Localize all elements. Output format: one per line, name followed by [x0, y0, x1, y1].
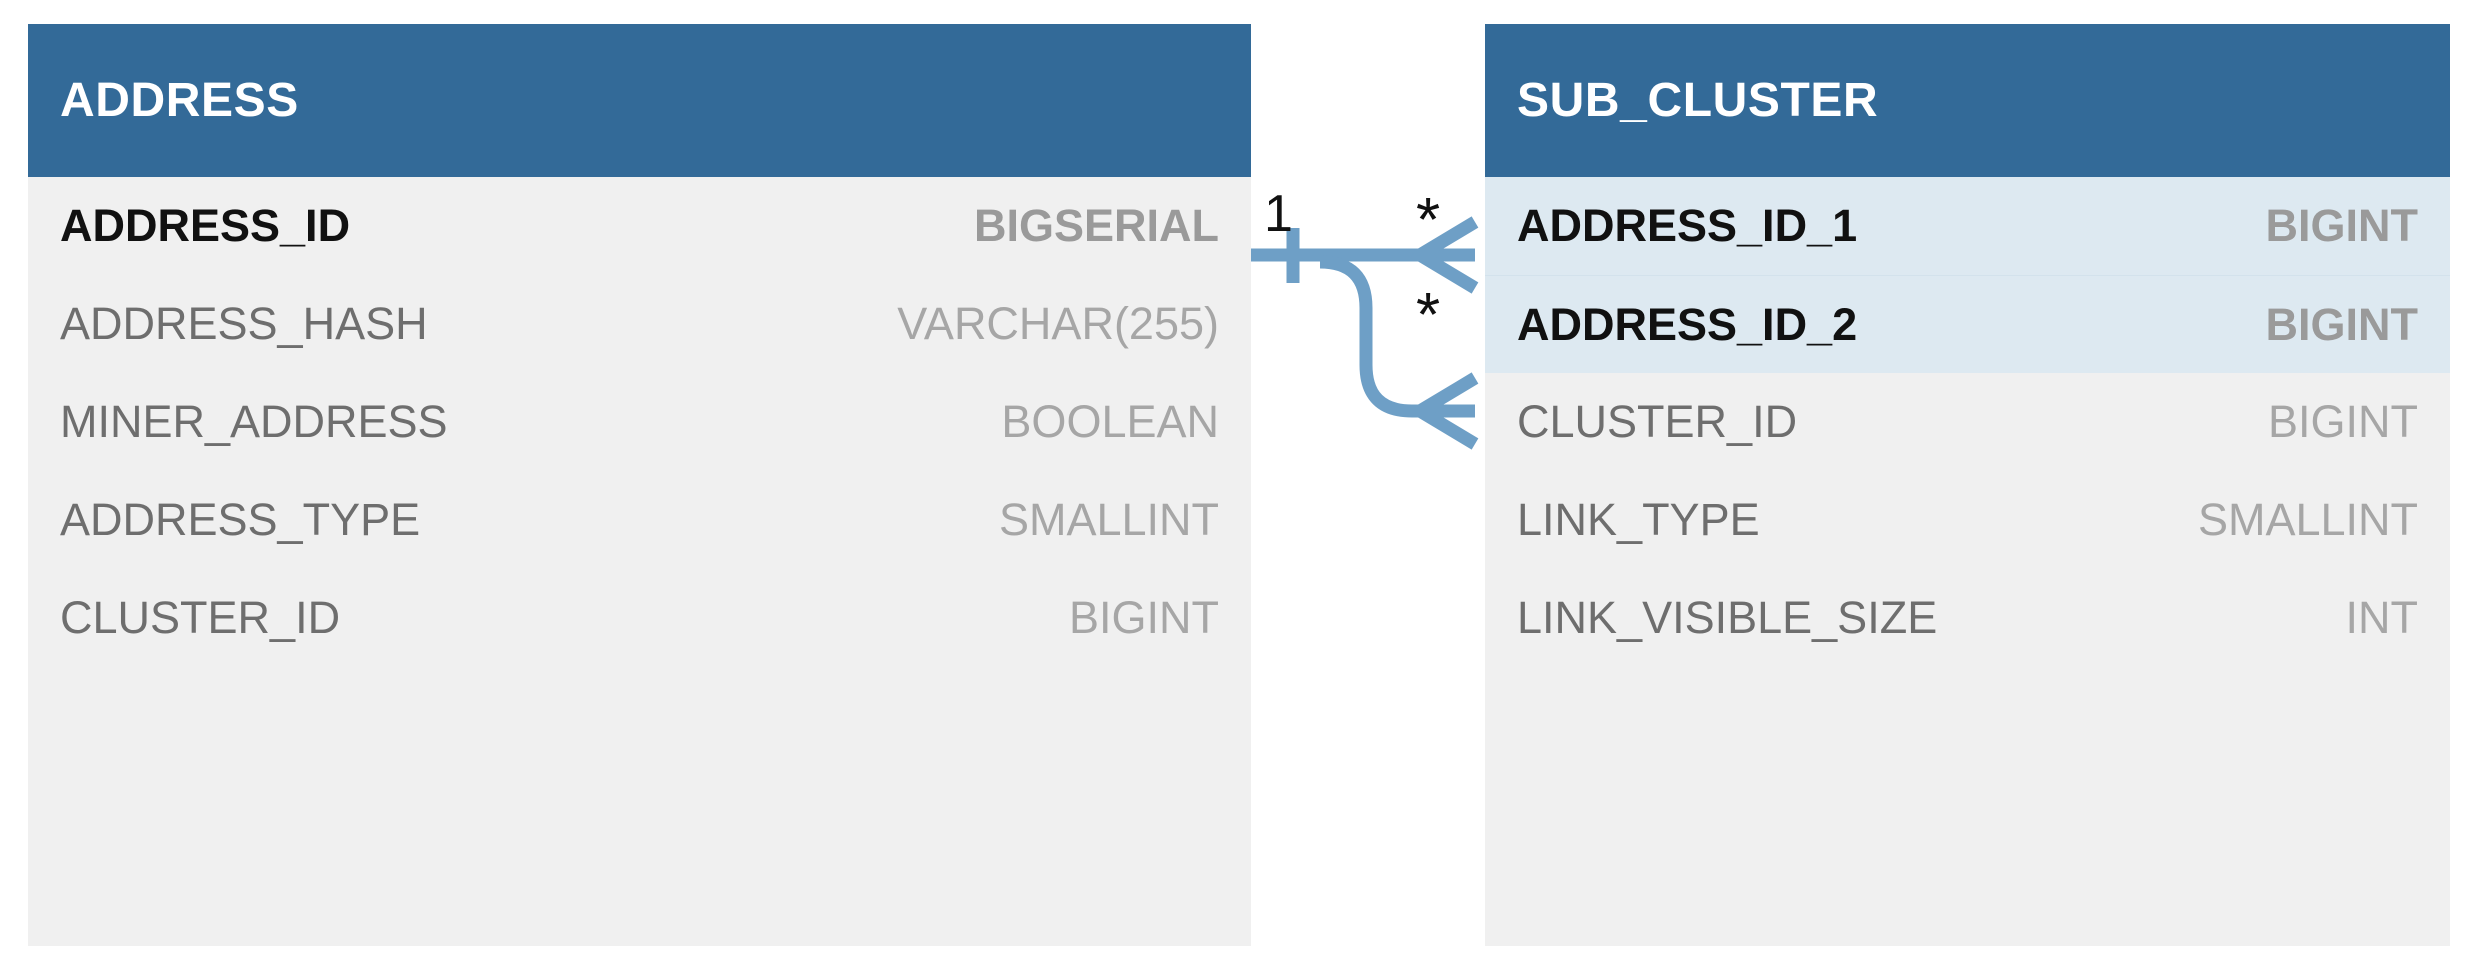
attribute-type: BIGINT [2265, 298, 2419, 350]
attribute-name: LINK_VISIBLE_SIZE [1517, 592, 1938, 643]
attribute-row-cluster-id[interactable]: CLUSTER_ID BIGINT [1485, 373, 2450, 471]
attribute-name: ADDRESS_TYPE [60, 494, 421, 545]
entity-body-sub-cluster: ADDRESS_ID_1 BIGINT ADDRESS_ID_2 BIGINT … [1485, 177, 2450, 725]
attribute-name: CLUSTER_ID [1517, 396, 1798, 447]
attribute-row-address-id-1[interactable]: ADDRESS_ID_1 BIGINT [1485, 177, 2450, 275]
relationship-line-2 [1319, 255, 1475, 418]
attribute-type: BIGINT [2267, 396, 2418, 447]
entity-body-address: ADDRESS_ID BIGSERIAL ADDRESS_HASH VARCHA… [28, 177, 1251, 725]
entity-bottom-padding [1485, 667, 2450, 725]
cardinality-label-one: 1 [1264, 185, 1293, 243]
attribute-row-address-id-2[interactable]: ADDRESS_ID_2 BIGINT [1485, 275, 2450, 373]
attribute-type: BIGSERIAL [973, 200, 1219, 251]
cardinality-label-many-1: * [1416, 186, 1441, 255]
attribute-row-link-visible-size[interactable]: LINK_VISIBLE_SIZE INT [1485, 569, 2450, 667]
attribute-type: VARCHAR(255) [897, 298, 1219, 349]
attribute-type: SMALLINT [2197, 494, 2418, 545]
attribute-name: MINER_ADDRESS [60, 396, 448, 447]
cardinality-label-many-2: * [1416, 281, 1441, 350]
attribute-type: BIGINT [2265, 200, 2419, 251]
attribute-name: ADDRESS_ID_1 [1517, 200, 1858, 251]
attribute-row-link-type[interactable]: LINK_TYPE SMALLINT [1485, 471, 2450, 569]
attribute-type: BOOLEAN [1001, 396, 1219, 447]
attribute-row-address-type[interactable]: ADDRESS_TYPE SMALLINT [28, 471, 1251, 569]
attribute-row-address-hash[interactable]: ADDRESS_HASH VARCHAR(255) [28, 275, 1251, 373]
attribute-name: ADDRESS_ID_2 [1517, 298, 1858, 350]
entity-header-sub-cluster: SUB_CLUSTER [1485, 24, 2450, 177]
attribute-type: INT [2345, 592, 2419, 643]
entity-header-address: ADDRESS [28, 24, 1251, 177]
attribute-name: ADDRESS_HASH [60, 298, 428, 349]
entity-table-address[interactable]: ADDRESS ADDRESS_ID BIGSERIAL ADDRESS_HAS… [28, 24, 1251, 946]
attribute-type: BIGINT [1068, 592, 1219, 643]
entity-table-sub-cluster[interactable]: SUB_CLUSTER ADDRESS_ID_1 BIGINT ADDRESS_… [1485, 24, 2450, 946]
attribute-row-cluster-id[interactable]: CLUSTER_ID BIGINT [28, 569, 1251, 667]
attribute-name: ADDRESS_ID [60, 200, 351, 251]
attribute-name: CLUSTER_ID [60, 592, 341, 643]
attribute-row-miner-address[interactable]: MINER_ADDRESS BOOLEAN [28, 373, 1251, 471]
crows-foot-icon-2 [1413, 372, 1479, 450]
attribute-type: SMALLINT [998, 494, 1219, 545]
attribute-name: LINK_TYPE [1517, 494, 1760, 545]
entity-bottom-padding [28, 667, 1251, 725]
attribute-row-address-id[interactable]: ADDRESS_ID BIGSERIAL [28, 177, 1251, 275]
